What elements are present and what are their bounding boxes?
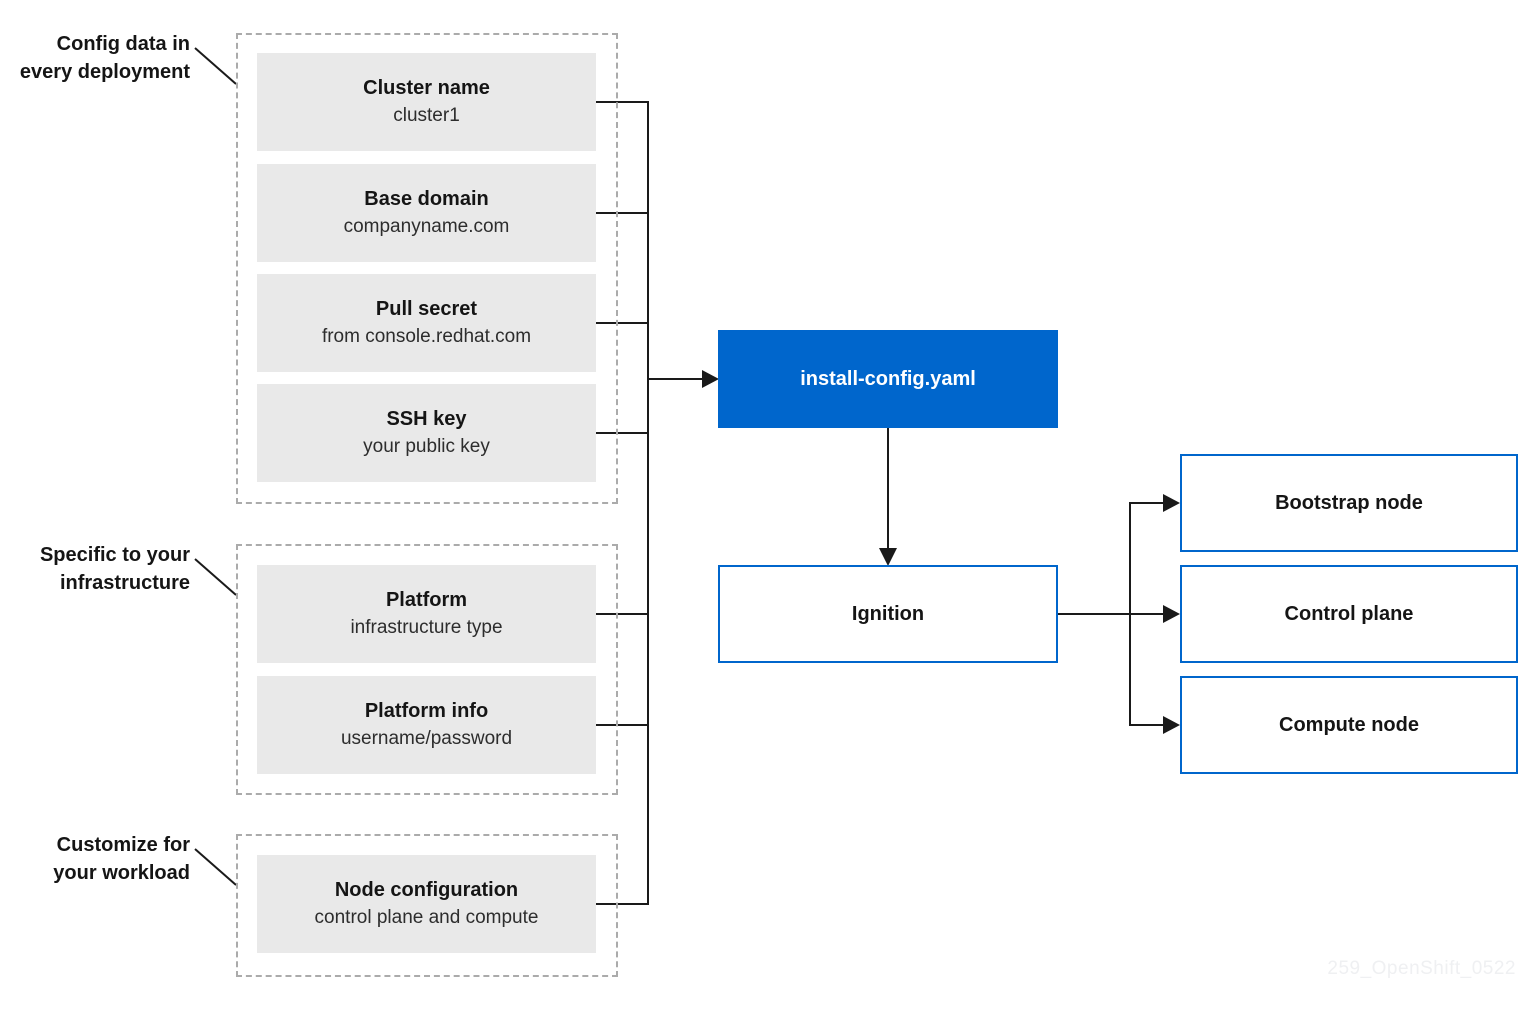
label-customize-workload-line2: your workload — [53, 862, 190, 884]
group-infrastructure — [236, 544, 618, 795]
box-ssh-key-subtitle: your public key — [363, 436, 490, 458]
box-cluster-name-title: Cluster name — [363, 77, 490, 100]
box-node-configuration: Node configuration control plane and com… — [257, 855, 596, 953]
label-customize-workload-line1: Customize for — [56, 834, 190, 856]
box-base-domain: Base domain companyname.com — [257, 164, 596, 262]
label-tick-customize — [194, 848, 237, 886]
label-tick-specific — [194, 558, 237, 596]
box-pull-secret: Pull secret from console.redhat.com — [257, 274, 596, 372]
arrowhead-into-install-config — [702, 370, 719, 388]
group-config-data — [236, 33, 618, 504]
box-node-configuration-subtitle: control plane and compute — [314, 907, 539, 929]
label-customize-workload: Customize for your workload — [0, 831, 190, 887]
box-ssh-key: SSH key your public key — [257, 384, 596, 482]
arrowhead-to-ignition — [879, 548, 897, 566]
box-platform-title: Platform — [385, 589, 468, 612]
label-tick-config-data — [194, 47, 237, 85]
box-bootstrap-node: Bootstrap node — [1180, 454, 1518, 552]
box-platform-info: Platform info username/password — [257, 676, 596, 774]
box-pull-secret-title: Pull secret — [375, 298, 478, 321]
box-platform: Platform infrastructure type — [257, 565, 596, 663]
group-workload — [236, 834, 618, 977]
box-cluster-name-subtitle: cluster1 — [393, 105, 460, 127]
label-specific-infrastructure: Specific to your infrastructure — [0, 541, 190, 597]
box-ignition: Ignition — [718, 565, 1058, 663]
box-platform-info-subtitle: username/password — [340, 728, 513, 750]
arrowhead-compute — [1163, 716, 1180, 734]
arrowhead-bootstrap — [1163, 494, 1180, 512]
box-compute-node: Compute node — [1180, 676, 1518, 774]
label-config-data-line2: every deployment — [19, 61, 190, 83]
arrowhead-control-plane — [1163, 605, 1180, 623]
label-config-data-line1: Config data in — [56, 33, 190, 55]
box-ssh-key-title: SSH key — [386, 408, 467, 431]
box-base-domain-title: Base domain — [364, 188, 489, 211]
install-config-yaml-label: install-config.yaml — [800, 367, 976, 390]
control-plane-label: Control plane — [1284, 602, 1414, 625]
box-install-config-yaml: install-config.yaml — [718, 330, 1058, 428]
compute-node-label: Compute node — [1279, 713, 1419, 736]
box-platform-subtitle: infrastructure type — [350, 617, 503, 639]
box-pull-secret-subtitle: from console.redhat.com — [321, 326, 532, 348]
watermark-text: 259_OpenShift_0522 — [1327, 958, 1516, 979]
bootstrap-node-label: Bootstrap node — [1275, 491, 1423, 514]
ignition-label: Ignition — [851, 602, 925, 625]
label-config-data: Config data in every deployment — [0, 30, 190, 86]
box-node-configuration-title: Node configuration — [334, 879, 519, 902]
label-specific-infrastructure-line2: infrastructure — [59, 572, 190, 594]
box-base-domain-subtitle: companyname.com — [343, 216, 510, 238]
box-cluster-name: Cluster name cluster1 — [257, 53, 596, 151]
label-specific-infrastructure-line1: Specific to your — [39, 544, 190, 566]
box-platform-info-title: Platform info — [364, 700, 489, 723]
box-control-plane: Control plane — [1180, 565, 1518, 663]
